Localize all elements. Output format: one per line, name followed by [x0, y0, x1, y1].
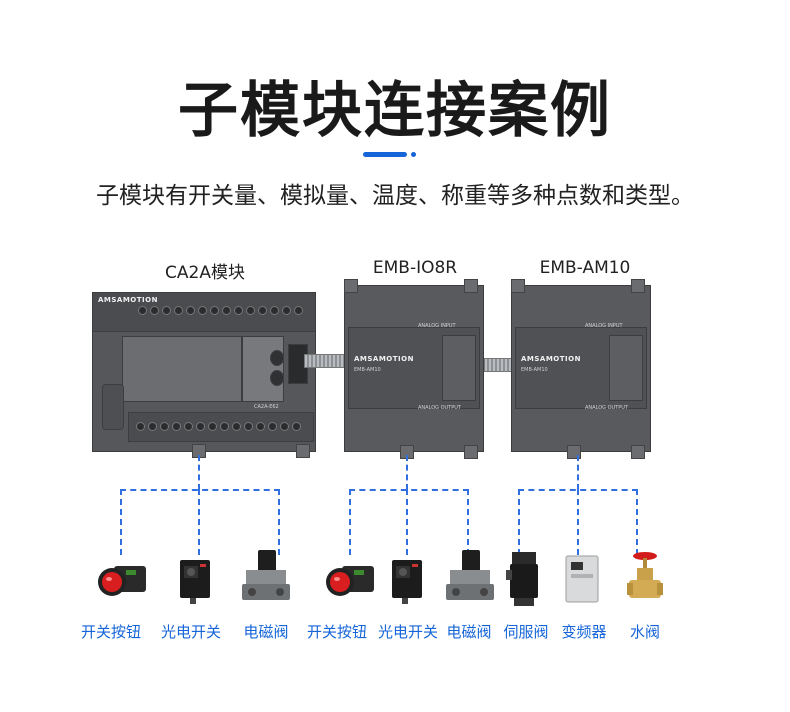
- emb-io8r-bottom-text: ANALOG OUTPUT: [418, 405, 461, 411]
- device-label-solenoid-2: 电磁阀: [446, 623, 492, 641]
- ribbon-cable-2: [484, 358, 512, 372]
- connector-stem-2: [406, 455, 408, 490]
- photoelectric-switch-icon: [176, 556, 216, 604]
- ca2a-model-text: CA2A-E62: [254, 404, 279, 410]
- emb-am10-bottom-text: ANALOG OUTPUT: [585, 405, 628, 411]
- connector-stem-1: [198, 455, 200, 490]
- inverter-icon: [562, 554, 602, 604]
- push-button-icon: [96, 560, 148, 602]
- servo-motor-icon: [504, 550, 544, 610]
- emb-io8r-top-text: ANALOG INPUT: [418, 323, 456, 329]
- ribbon-cable-1: [304, 354, 348, 368]
- emb-am10-model: EMB-AM10: [521, 367, 548, 373]
- device-label-servo: 伺服阀: [503, 623, 549, 641]
- device-label-inverter: 变频器: [561, 623, 607, 641]
- connector-drop-2a: [349, 489, 351, 555]
- connector-stem-3: [577, 455, 579, 490]
- ca2a-module: AMSAMOTION CA2A-E62: [92, 292, 316, 458]
- title-underline-dot: [411, 152, 416, 157]
- title-underline: [363, 152, 407, 157]
- connector-drop-1a: [120, 489, 122, 555]
- connector-bar-1: [120, 489, 280, 491]
- photoelectric-switch-icon: [388, 556, 428, 604]
- connector-drop-3a: [518, 489, 520, 555]
- emb-io8r-model: EMB-AM10: [354, 367, 381, 373]
- emb-io8r-module: AMSAMOTION EMB-AM10 ANALOG INPUT ANALOG …: [344, 279, 484, 459]
- device-label-water-valve: 水阀: [629, 623, 660, 641]
- emb-am10-top-text: ANALOG INPUT: [585, 323, 623, 329]
- connector-bar-2: [349, 489, 469, 491]
- emb-am10-brand: AMSAMOTION: [521, 355, 581, 363]
- solenoid-valve-icon: [444, 548, 496, 606]
- module-label-ca2a: CA2A模块: [165, 263, 245, 283]
- connector-drop-3c: [636, 489, 638, 555]
- module-label-emb-am10: EMB-AM10: [539, 258, 631, 278]
- water-valve-icon: [626, 550, 664, 606]
- device-label-push-button-2: 开关按钮: [306, 623, 367, 641]
- push-button-icon: [324, 560, 376, 602]
- connector-drop-3b: [577, 489, 579, 555]
- connector-drop-2b: [406, 489, 408, 555]
- device-label-solenoid-1: 电磁阀: [243, 623, 289, 641]
- device-label-photoelectric-2: 光电开关: [377, 623, 438, 641]
- emb-am10-module: AMSAMOTION EMB-AM10 ANALOG INPUT ANALOG …: [511, 279, 651, 459]
- emb-io8r-brand: AMSAMOTION: [354, 355, 414, 363]
- ca2a-brand: AMSAMOTION: [98, 296, 158, 304]
- connector-drop-1c: [278, 489, 280, 555]
- connector-drop-2c: [467, 489, 469, 555]
- page-subtitle: 子模块有开关量、模拟量、温度、称重等多种点数和类型。: [96, 183, 694, 209]
- module-label-emb-io8r: EMB-IO8R: [372, 258, 458, 278]
- connector-drop-1b: [198, 489, 200, 555]
- solenoid-valve-icon: [240, 548, 292, 606]
- device-label-photoelectric-1: 光电开关: [160, 623, 221, 641]
- device-label-push-button-1: 开关按钮: [80, 623, 141, 641]
- page-title: 子模块连接案例: [178, 76, 612, 146]
